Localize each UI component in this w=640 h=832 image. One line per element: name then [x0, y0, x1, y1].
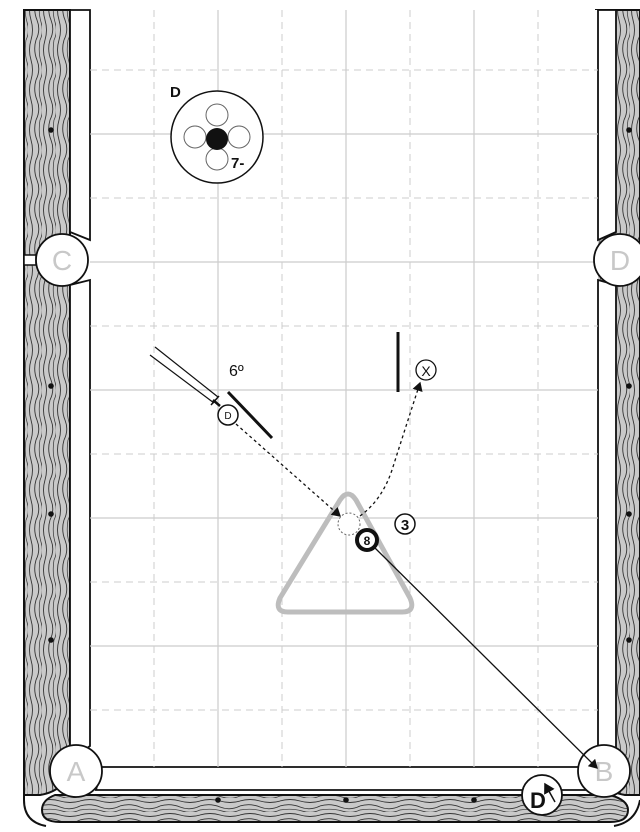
cue-ball: D	[218, 405, 238, 425]
rail-sight	[215, 797, 221, 803]
rail-sight	[48, 637, 54, 643]
step-number: 3	[401, 517, 409, 534]
pocket-bottom-left: A	[50, 745, 102, 797]
pocket-label-c: C	[52, 245, 72, 276]
angle-label: 6º	[229, 363, 244, 380]
corner-marker: D	[522, 775, 562, 815]
pocket-label-a: A	[67, 756, 86, 787]
rail-sight	[626, 637, 632, 643]
playing-surface	[90, 10, 598, 767]
object-ball-number: 8	[364, 534, 371, 548]
pocket-label-d: D	[610, 245, 630, 276]
rail-sight	[626, 127, 632, 133]
rail-sight	[48, 383, 54, 389]
pocket-label-b: B	[595, 756, 614, 787]
object-ball-8: 8	[357, 530, 377, 550]
rail-sight	[48, 511, 54, 517]
cue-tip-diagram-label: D	[170, 84, 181, 101]
rail-sight	[471, 797, 477, 803]
cue-tip-setting: 7-	[231, 155, 244, 172]
step-number-badge: 3	[395, 514, 415, 534]
target-marker-label: X	[421, 363, 431, 379]
ghost-ball	[338, 513, 360, 535]
pocket-top-right: D	[594, 234, 640, 286]
left-rail	[24, 10, 70, 795]
target-marker: X	[416, 360, 436, 380]
cue-ball-label: D	[224, 411, 231, 422]
rail-sight	[626, 511, 632, 517]
pocket-bottom-right: B	[578, 745, 630, 797]
rail-sight	[626, 383, 632, 389]
rail-sight	[343, 797, 349, 803]
rail-sight	[48, 127, 54, 133]
corner-marker-label: D	[530, 788, 546, 813]
